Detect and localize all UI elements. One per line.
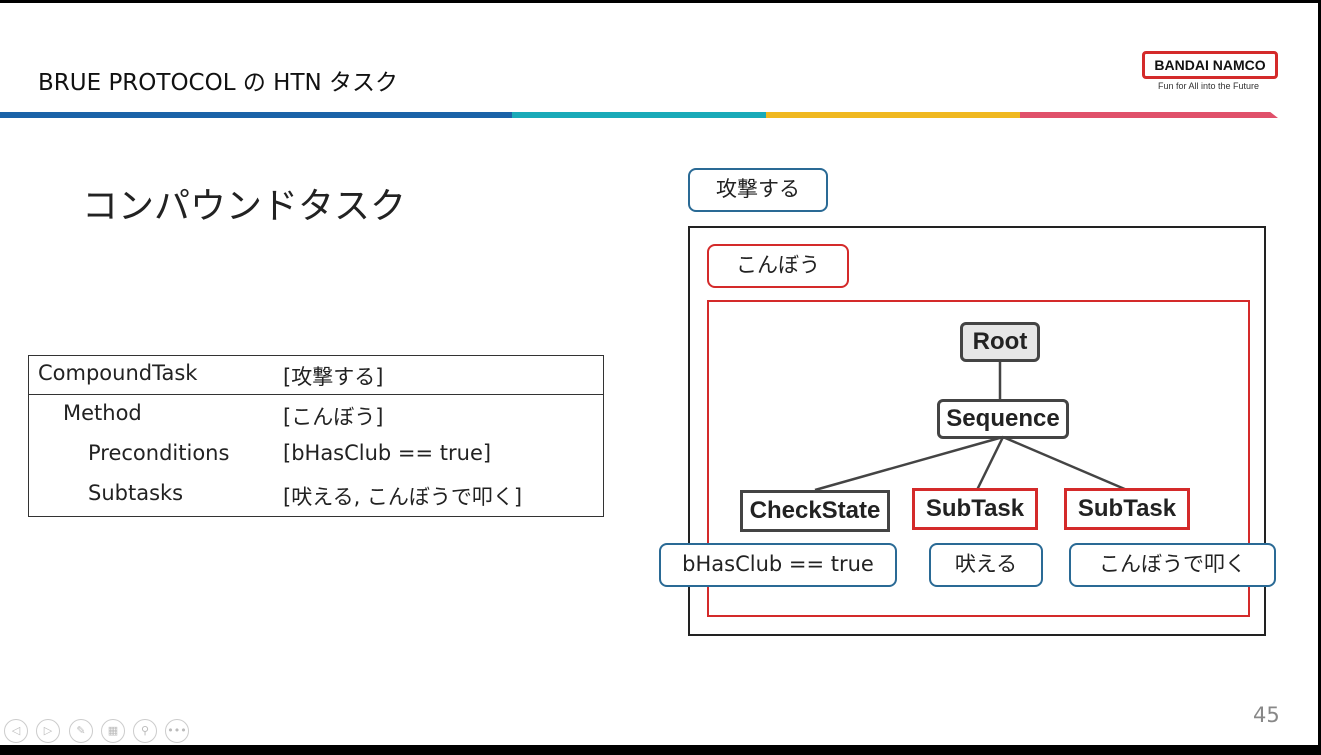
header-bar-teal [512, 112, 766, 118]
header-bar-blue [0, 112, 512, 118]
table-value: [bHasClub == true] [283, 441, 492, 465]
logo: BANDAI NAMCO [1142, 51, 1278, 79]
table-label: Method [63, 401, 142, 425]
subtask-node: SubTask [1064, 488, 1190, 530]
section-heading: コンパウンドタスク [82, 186, 407, 227]
compound-task-frame [688, 226, 1266, 636]
header-bar-yellow [766, 112, 1020, 118]
tree-connectors [814, 361, 1128, 492]
table-label: CompoundTask [38, 361, 198, 385]
method-label: こんぼう [707, 244, 849, 288]
table-value: [攻撃する] [283, 365, 384, 389]
slide-title: BRUE PROTOCOL の HTN タスク [38, 70, 399, 96]
compound-task-label: 攻撃する [688, 168, 828, 212]
next-icon[interactable]: ▷ [36, 719, 60, 743]
more-icon[interactable]: ••• [165, 719, 189, 743]
root-node: Root [960, 322, 1040, 362]
pen-icon[interactable]: ✎ [69, 719, 93, 743]
compound-task-table: CompoundTask [攻撃する] Method [こんぼう] Precon… [28, 355, 604, 517]
checkstate-node: CheckState [740, 490, 890, 532]
connector [1002, 435, 1128, 492]
table-label: Subtasks [88, 481, 184, 505]
method-frame [707, 300, 1250, 617]
sequence-node: Sequence [937, 399, 1069, 439]
page-number: 45 [1253, 703, 1280, 727]
connector [975, 436, 1005, 491]
connector [814, 435, 1004, 492]
subtask-node: SubTask [912, 488, 1038, 530]
slide: BRUE PROTOCOL の HTN タスク BANDAI NAMCO Fun… [0, 3, 1318, 745]
subtask-label: こんぼうで叩く [1069, 543, 1276, 587]
table-label: Preconditions [88, 441, 230, 465]
subtask-label: 吠える [929, 543, 1043, 587]
zoom-icon[interactable]: ⚲ [133, 719, 157, 743]
precondition-label: bHasClub == true [659, 543, 897, 587]
previous-icon[interactable]: ◁ [4, 719, 28, 743]
table-value: [吠える, こんぼうで叩く] [283, 485, 523, 509]
slides-icon[interactable]: ▦ [101, 719, 125, 743]
table-value: [こんぼう] [283, 405, 384, 429]
divider [29, 394, 603, 395]
logo-tagline: Fun for All into the Future [1158, 81, 1260, 91]
header-bar-pink [1020, 112, 1278, 118]
